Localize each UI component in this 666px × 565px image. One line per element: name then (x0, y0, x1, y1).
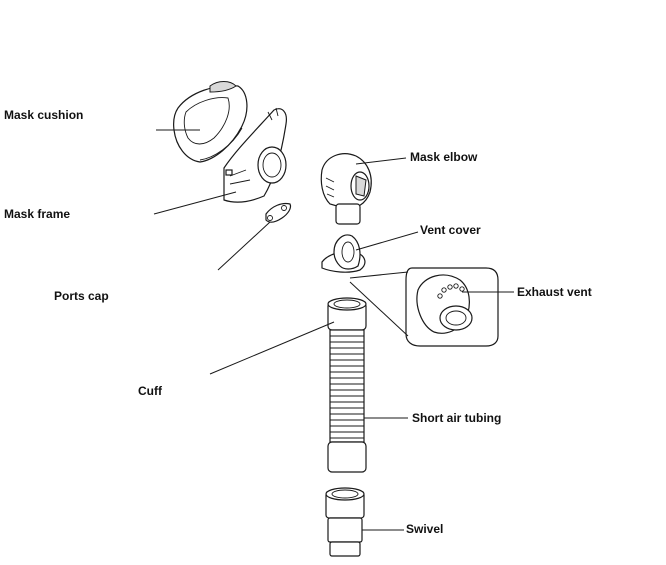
mask-elbow-leader (355, 157, 407, 165)
exhaust-vent-label: Exhaust vent (517, 285, 592, 299)
swivel-label: Swivel (406, 522, 444, 536)
ports-cap-leader (217, 221, 271, 271)
vent-cover-part (321, 234, 366, 273)
cuff-leader (209, 321, 335, 375)
short-air-tubing-label: Short air tubing (412, 411, 502, 425)
swivel-part (325, 487, 365, 557)
exhaust-vent-inset (405, 267, 499, 347)
vent-cover-leader (355, 231, 419, 251)
cuff-label: Cuff (138, 384, 162, 398)
ports-cap-label: Ports cap (54, 289, 109, 303)
mask-frame-part (223, 107, 287, 203)
leader-lines (153, 129, 514, 531)
mask-frame-label: Mask frame (4, 207, 71, 221)
ports-cap-part (265, 202, 292, 223)
mask-frame-leader (153, 191, 237, 215)
mask-cushion-label: Mask cushion (4, 108, 84, 122)
mask-elbow-part (320, 153, 372, 225)
vent-cover-label: Vent cover (420, 223, 481, 237)
exhaust-inset-leader-top (349, 271, 409, 279)
mask-elbow-label: Mask elbow (410, 150, 478, 164)
exhaust-inset-leader-bottom (349, 281, 409, 337)
mask-cushion-part (173, 81, 248, 163)
short-air-tubing-part (327, 297, 367, 473)
